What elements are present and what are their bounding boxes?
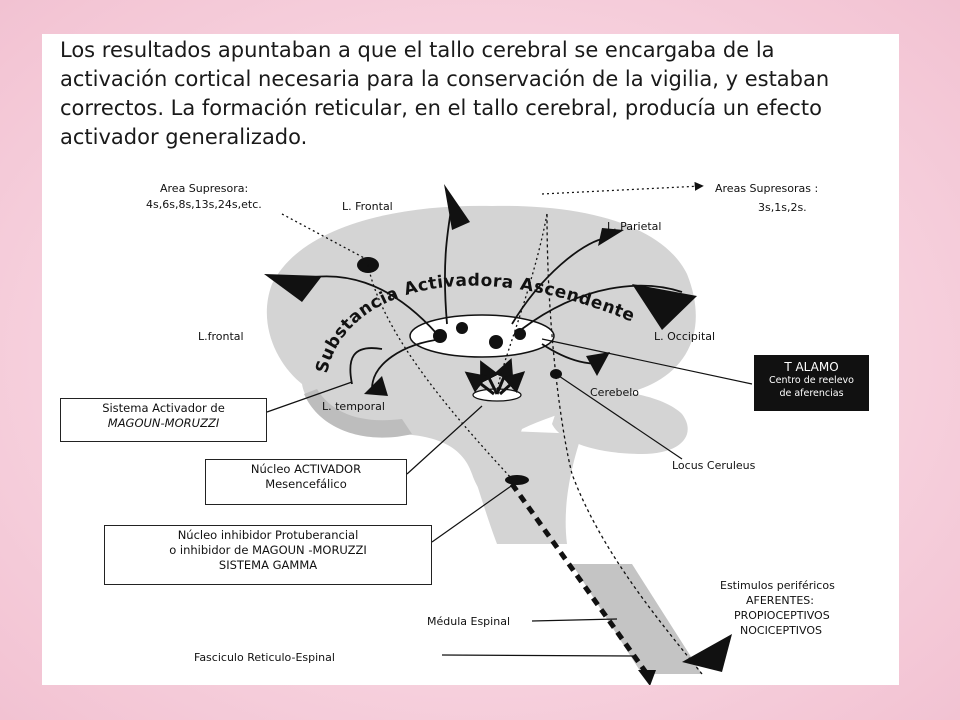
- nucleo-activador-line-1: Núcleo ACTIVADOR: [250, 462, 362, 476]
- cerebellum-shape: [552, 390, 688, 454]
- areas-supresoras-right-list: 3s,1s,2s.: [758, 201, 807, 214]
- nucleo-activador-box: Núcleo ACTIVADOR Mesencefálico: [205, 459, 407, 505]
- dotted-path-right: [541, 181, 704, 195]
- arrowhead-temporal: [364, 376, 388, 396]
- arc-to-parietal: [511, 238, 603, 325]
- thalamus-ellipse: [409, 314, 555, 358]
- label-estimulos-2: AFERENTES:: [746, 594, 814, 607]
- paragraph-line-1: Los resultados apuntaban a que el tallo …: [60, 38, 775, 62]
- sistema-activador-line-1: Sistema Activador de: [102, 401, 225, 415]
- label-fasciculo: Fasciculo Reticulo-Espinal: [194, 651, 335, 664]
- nucleo-inhibidor-line-2: o inhibidor de MAGOUN -MORUZZI: [169, 543, 367, 557]
- nucleo-inhibidor-line-1: Núcleo inhibidor Protuberancial: [177, 528, 359, 542]
- paragraph-line-3: correctos. La formación reticular, en el…: [60, 96, 822, 120]
- nucleo-inhibidor-line-3: SISTEMA GAMMA: [218, 558, 318, 572]
- arc-to-frontal-low: [349, 347, 383, 385]
- label-l-temporal: L. temporal: [322, 400, 385, 413]
- paragraph-line-2: activación cortical necesaria para la co…: [60, 67, 830, 91]
- talamo-line-2: Centro de reelevo: [769, 375, 854, 386]
- thalamus-nucleus-4: [514, 328, 526, 340]
- label-locus: Locus Ceruleus: [672, 459, 756, 472]
- upward-arrow-4: [498, 371, 526, 396]
- label-medula: Médula Espinal: [427, 615, 510, 628]
- pointer-medula: [531, 618, 618, 622]
- paragraph-line-4: activador generalizado.: [60, 125, 308, 149]
- pointer-nucleo-activador: [406, 405, 483, 475]
- areas-supresoras-right-title: Areas Supresoras :: [715, 182, 818, 195]
- spinal-cord-shape: [572, 564, 702, 674]
- pointer-nucleo-inhibidor: [431, 483, 515, 543]
- arrowhead-cerebelo: [586, 352, 610, 376]
- dotted-path-up: [496, 213, 548, 395]
- label-l-parietal: L. Parietal: [607, 220, 661, 233]
- label-estimulos-3: PROPIOCEPTIVOS: [734, 609, 830, 622]
- pointer-talamo: [541, 338, 753, 385]
- dotted-path-left-top: [281, 213, 369, 261]
- dotted-path-left: [367, 264, 513, 480]
- sistema-activador-line-2: MAGOUN-MORUZZI: [107, 416, 220, 430]
- label-cerebelo: Cerebelo: [590, 386, 639, 399]
- label-l-frontal-top: L. Frontal: [342, 200, 393, 213]
- arrowhead-parietal: [598, 228, 624, 246]
- label-l-frontal-left: L.frontal: [198, 330, 244, 343]
- pointer-locus: [555, 373, 683, 460]
- descending-fasciculus: [509, 482, 650, 676]
- thalamus-nucleus-3: [489, 335, 503, 349]
- upward-arrow-1: [480, 360, 499, 395]
- slide-panel: Los resultados apuntaban a que el tallo …: [42, 34, 899, 685]
- upward-arrow-3: [464, 371, 495, 396]
- brainstem-shape: [457, 429, 582, 544]
- label-l-occipital: L. Occipital: [654, 330, 715, 343]
- descending-arrowhead: [638, 670, 656, 685]
- arrowhead-frontal-top: [444, 184, 470, 230]
- afferent-pathway: [546, 213, 703, 675]
- intro-paragraph: Los resultados apuntaban a que el tallo …: [60, 36, 899, 152]
- thalamus-nucleus-2: [456, 322, 468, 334]
- pointer-sistema: [266, 381, 353, 413]
- area-supresora-left-list: 4s,6s,8s,13s,24s,etc.: [146, 198, 262, 211]
- label-estimulos-1: Estimulos periféricos: [720, 579, 835, 592]
- nucleus-activator-dot: [505, 475, 529, 485]
- nucleo-activador-line-2: Mesencefálico: [265, 477, 347, 491]
- arc-to-temporal: [371, 338, 443, 390]
- label-estimulos-4: NOCICEPTIVOS: [740, 624, 822, 637]
- afferent-arrowhead: [682, 634, 732, 672]
- arc-to-occipital: [521, 284, 683, 330]
- arrowhead-frontal-left: [264, 274, 322, 302]
- talamo-line-3: de aferencias: [779, 388, 844, 399]
- sistema-activador-box: Sistema Activador de MAGOUN-MORUZZI: [60, 398, 267, 442]
- arrowhead-occipital: [632, 284, 697, 330]
- talamo-box: T ALAMO Centro de reelevo de aferencias: [754, 355, 869, 411]
- area-supresora-left-title: Area Supresora:: [160, 182, 248, 195]
- brain-diagram: Substancia Activadora Ascendente Area Su…: [146, 181, 835, 685]
- talamo-title: T ALAMO: [784, 360, 839, 374]
- temporal-lobe-shape: [304, 389, 412, 438]
- nucleo-inhibidor-box: Núcleo inhibidor Protuberancial o inhibi…: [104, 525, 432, 585]
- pointer-fasciculo: [441, 654, 635, 657]
